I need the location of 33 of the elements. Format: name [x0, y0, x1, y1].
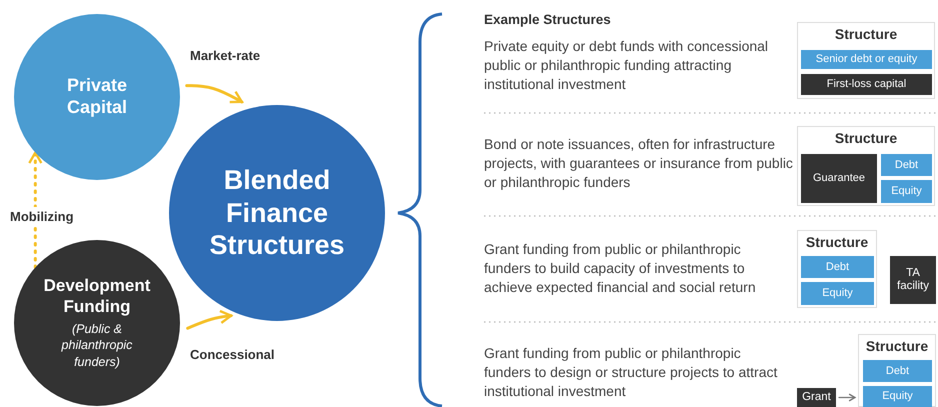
- edge-label: Mobilizing: [10, 207, 74, 226]
- arrow: [185, 84, 244, 104]
- tranche-bar: Equity: [863, 386, 932, 407]
- node-title: Private Capital: [66, 75, 128, 119]
- description-text: Grant funding from public or philanthropic funders to design or structure projects to attract institutional investment: [484, 344, 778, 401]
- tranche-bar: Equity: [881, 180, 932, 203]
- tranche-bar: First-loss capital: [801, 74, 932, 95]
- box-heading: Structure: [834, 26, 898, 42]
- description-text: Bond or note issuances, often for infrastructure projects, with guarantees or insurance from public or philanthropic funders: [484, 135, 794, 192]
- node-title: Development Funding: [42, 276, 152, 318]
- description-text: Grant funding from public or philanthropic funders to build capacity of investments to achieve expected financial and social return: [484, 240, 757, 297]
- structure-box: [797, 22, 935, 99]
- structure-box: [797, 230, 877, 308]
- tranche-bar: Senior debt or equity: [801, 50, 932, 69]
- structure-box: [858, 334, 936, 407]
- box-heading: Structure: [804, 234, 870, 250]
- tranche-bar: Grant: [797, 388, 836, 407]
- tranche-bar: Guarantee: [801, 154, 877, 203]
- tranche-bar: Debt: [863, 360, 932, 382]
- tranche-bar: Equity: [801, 282, 874, 305]
- tranche-bar: Debt: [801, 256, 874, 278]
- box-heading: Structure: [864, 338, 930, 354]
- tranche-bar: Debt: [881, 154, 932, 176]
- description-text: Private equity or debt funds with concessional public or philanthropic funding attracting institutional investment: [484, 37, 770, 94]
- structure-box: [797, 126, 935, 206]
- node-subtitle: (Public & philanthropic funders): [60, 321, 134, 370]
- arrow: [838, 393, 856, 402]
- tranche-bar: TA facility: [890, 256, 936, 304]
- section-heading: Example Structures: [484, 11, 612, 29]
- node-title: Blended Finance Structures: [208, 164, 346, 262]
- box-heading: Structure: [834, 130, 898, 146]
- arrow: [28, 151, 43, 269]
- arrow: [186, 310, 233, 330]
